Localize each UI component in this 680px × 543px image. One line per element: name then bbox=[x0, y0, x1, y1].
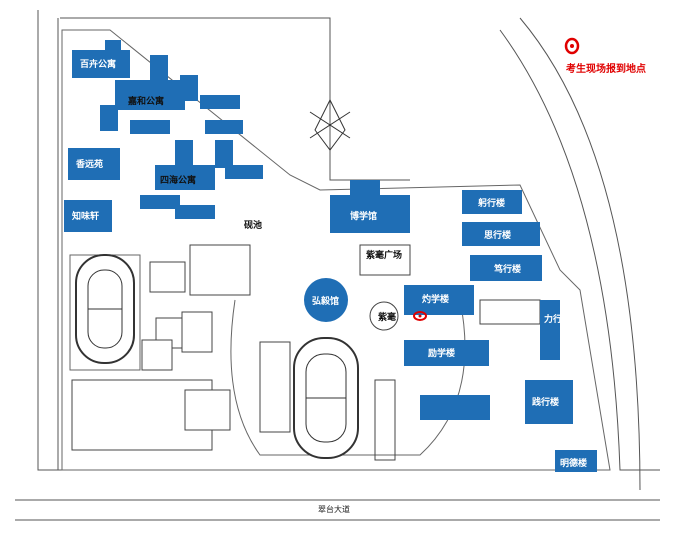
baiqi-label: 百卉公寓 bbox=[80, 58, 116, 70]
sports-field-central bbox=[293, 337, 359, 459]
legend-label: 考生现场报到地点 bbox=[566, 64, 646, 75]
lixing-label: 力行楼 bbox=[544, 313, 571, 325]
zhiwei-label: 知味轩 bbox=[71, 210, 99, 222]
boundary-lines bbox=[15, 10, 660, 521]
facility-blocks bbox=[71, 244, 541, 451]
jianxing-label: 践行楼 bbox=[532, 396, 559, 408]
zhuoxue-label: 灼学楼 bbox=[422, 293, 449, 305]
zhixue-label: 励学楼 bbox=[428, 347, 455, 359]
central-axis bbox=[359, 244, 411, 461]
square-short-label: 紫毫 bbox=[378, 311, 396, 323]
xiangxuan-label: 香远苑 bbox=[75, 158, 103, 170]
sihai-label: 四海公寓 bbox=[160, 174, 196, 186]
registration-location-marker[interactable] bbox=[413, 311, 427, 321]
mingde-label: 明德楼 bbox=[560, 457, 587, 469]
boxue-label: 博学馆 bbox=[350, 210, 377, 222]
legend-marker-icon bbox=[564, 37, 580, 55]
south-main-road-label: 翠台大道 bbox=[318, 504, 350, 514]
square-label: 紫毫广场 bbox=[366, 249, 402, 261]
sixing-label: 思行楼 bbox=[484, 229, 511, 241]
jiahe-label: 嘉和公寓 bbox=[127, 95, 164, 107]
duxing-label: 笃行楼 bbox=[493, 263, 521, 275]
shexing-label: 躬行楼 bbox=[478, 197, 505, 209]
buildings bbox=[64, 40, 597, 472]
hongyi-label: 弘毅馆 bbox=[312, 295, 339, 307]
fountain-icon bbox=[309, 98, 351, 151]
yanchi-label: 砚池 bbox=[244, 219, 262, 231]
sports-field-west bbox=[75, 254, 135, 364]
